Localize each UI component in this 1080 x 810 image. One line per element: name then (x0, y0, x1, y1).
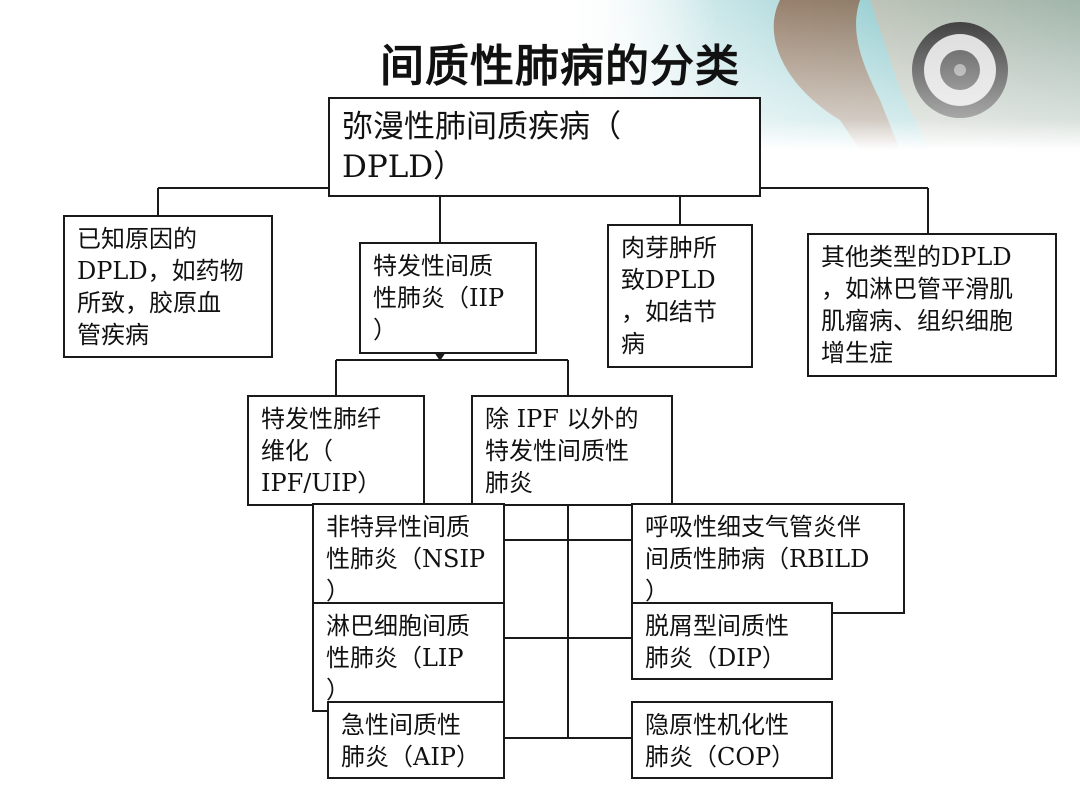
node-nsip: 非特异性间质 性肺炎（NSIP ） (312, 503, 505, 613)
node-ipf-uip: 特发性肺纤 维化（ IPF/UIP） (247, 395, 425, 506)
header-photo-decoration (0, 0, 1080, 150)
node-known-cause-dpld: 已知原因的 DPLD，如药物 所致，胶原血 管疾病 (63, 215, 273, 358)
node-lip: 淋巴细胞间质 性肺炎（LIP ） (312, 602, 505, 712)
node-other-dpld: 其他类型的DPLD ，如淋巴管平滑肌 肌瘤病、组织细胞 增生症 (807, 233, 1057, 377)
node-non-ipf-iip: 除 IPF 以外的 特发性间质性 肺炎 (471, 395, 673, 506)
node-cop: 隐原性机化性 肺炎（COP） (631, 701, 833, 779)
node-granuloma-dpld: 肉芽肿所 致DPLD ，如结节 病 (607, 224, 753, 368)
node-aip: 急性间质性 肺炎（AIP） (327, 701, 505, 779)
node-dpld: 弥漫性肺间质疾病（ DPLD） (328, 97, 761, 197)
node-rbild: 呼吸性细支气管炎伴 间质性肺病（RBILD ） (631, 503, 905, 614)
node-iip: 特发性间质 性肺炎（IIP ） (359, 242, 537, 354)
page-title: 间质性肺病的分类 (380, 41, 740, 92)
node-dip: 脱屑型间质性 肺炎（DIP） (631, 602, 833, 680)
